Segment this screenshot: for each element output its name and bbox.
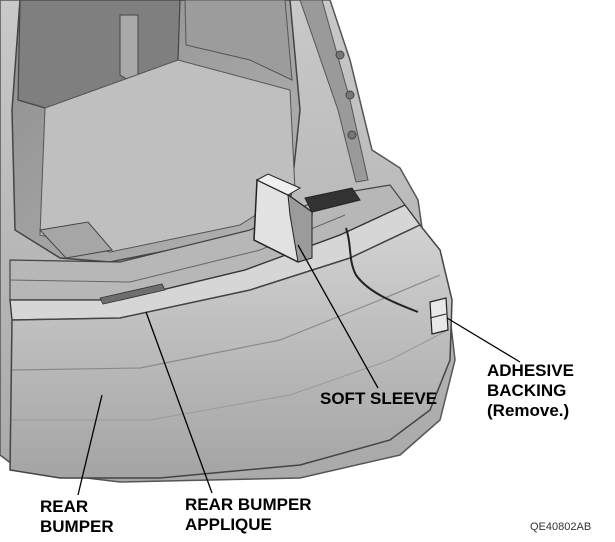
pillar-bolt [347,130,357,140]
adhesive-backing-line-1: ADHESIVE [487,361,574,380]
cargo-side-panel [184,0,293,81]
vehicle-illustration [0,0,456,483]
soft-sleeve-top [255,173,302,196]
rear-bumper-label: REAR BUMPER [40,497,114,536]
leader-adhesive-backing [446,317,521,363]
leader-rear-bumper-applique [145,311,213,494]
soft-sleeve-label: SOFT SLEEVE [320,389,437,408]
pillar-bolt [345,90,355,100]
rear-bumper-line-1: REAR [40,497,88,516]
adhesive-backing-line-2: BACKING [487,381,566,400]
rear-bumper [9,224,453,479]
soft-sleeve-side [287,193,313,263]
rear-bumper-applique-line-2: APPLIQUE [185,515,272,534]
sensor-cable [345,227,419,313]
applique-slot [99,283,166,305]
bumper-crease [12,329,449,421]
leader-lines [77,244,521,496]
rear-bumper-line-2: BUMPER [40,517,114,536]
bumper-crease [11,274,441,371]
figure-code: QE40802AB [530,521,591,533]
adhesive-backing-fold [429,313,447,319]
cargo-floor-hook [39,221,113,259]
adhesive-backing-line-3: (Remove.) [487,401,569,420]
rear-bumper-applique-line-1: REAR BUMPER [185,495,312,514]
leader-soft-sleeve [297,244,379,389]
leader-rear-bumper [77,394,103,496]
seat-belt-buckle [119,14,139,81]
adhesive-backing-label: ADHESIVE BACKING (Remove.) [487,361,579,420]
pillar-bolt [335,50,345,60]
latch-recess [304,187,361,213]
rear-bumper-applique-label: REAR BUMPER APPLIQUE [185,495,316,534]
